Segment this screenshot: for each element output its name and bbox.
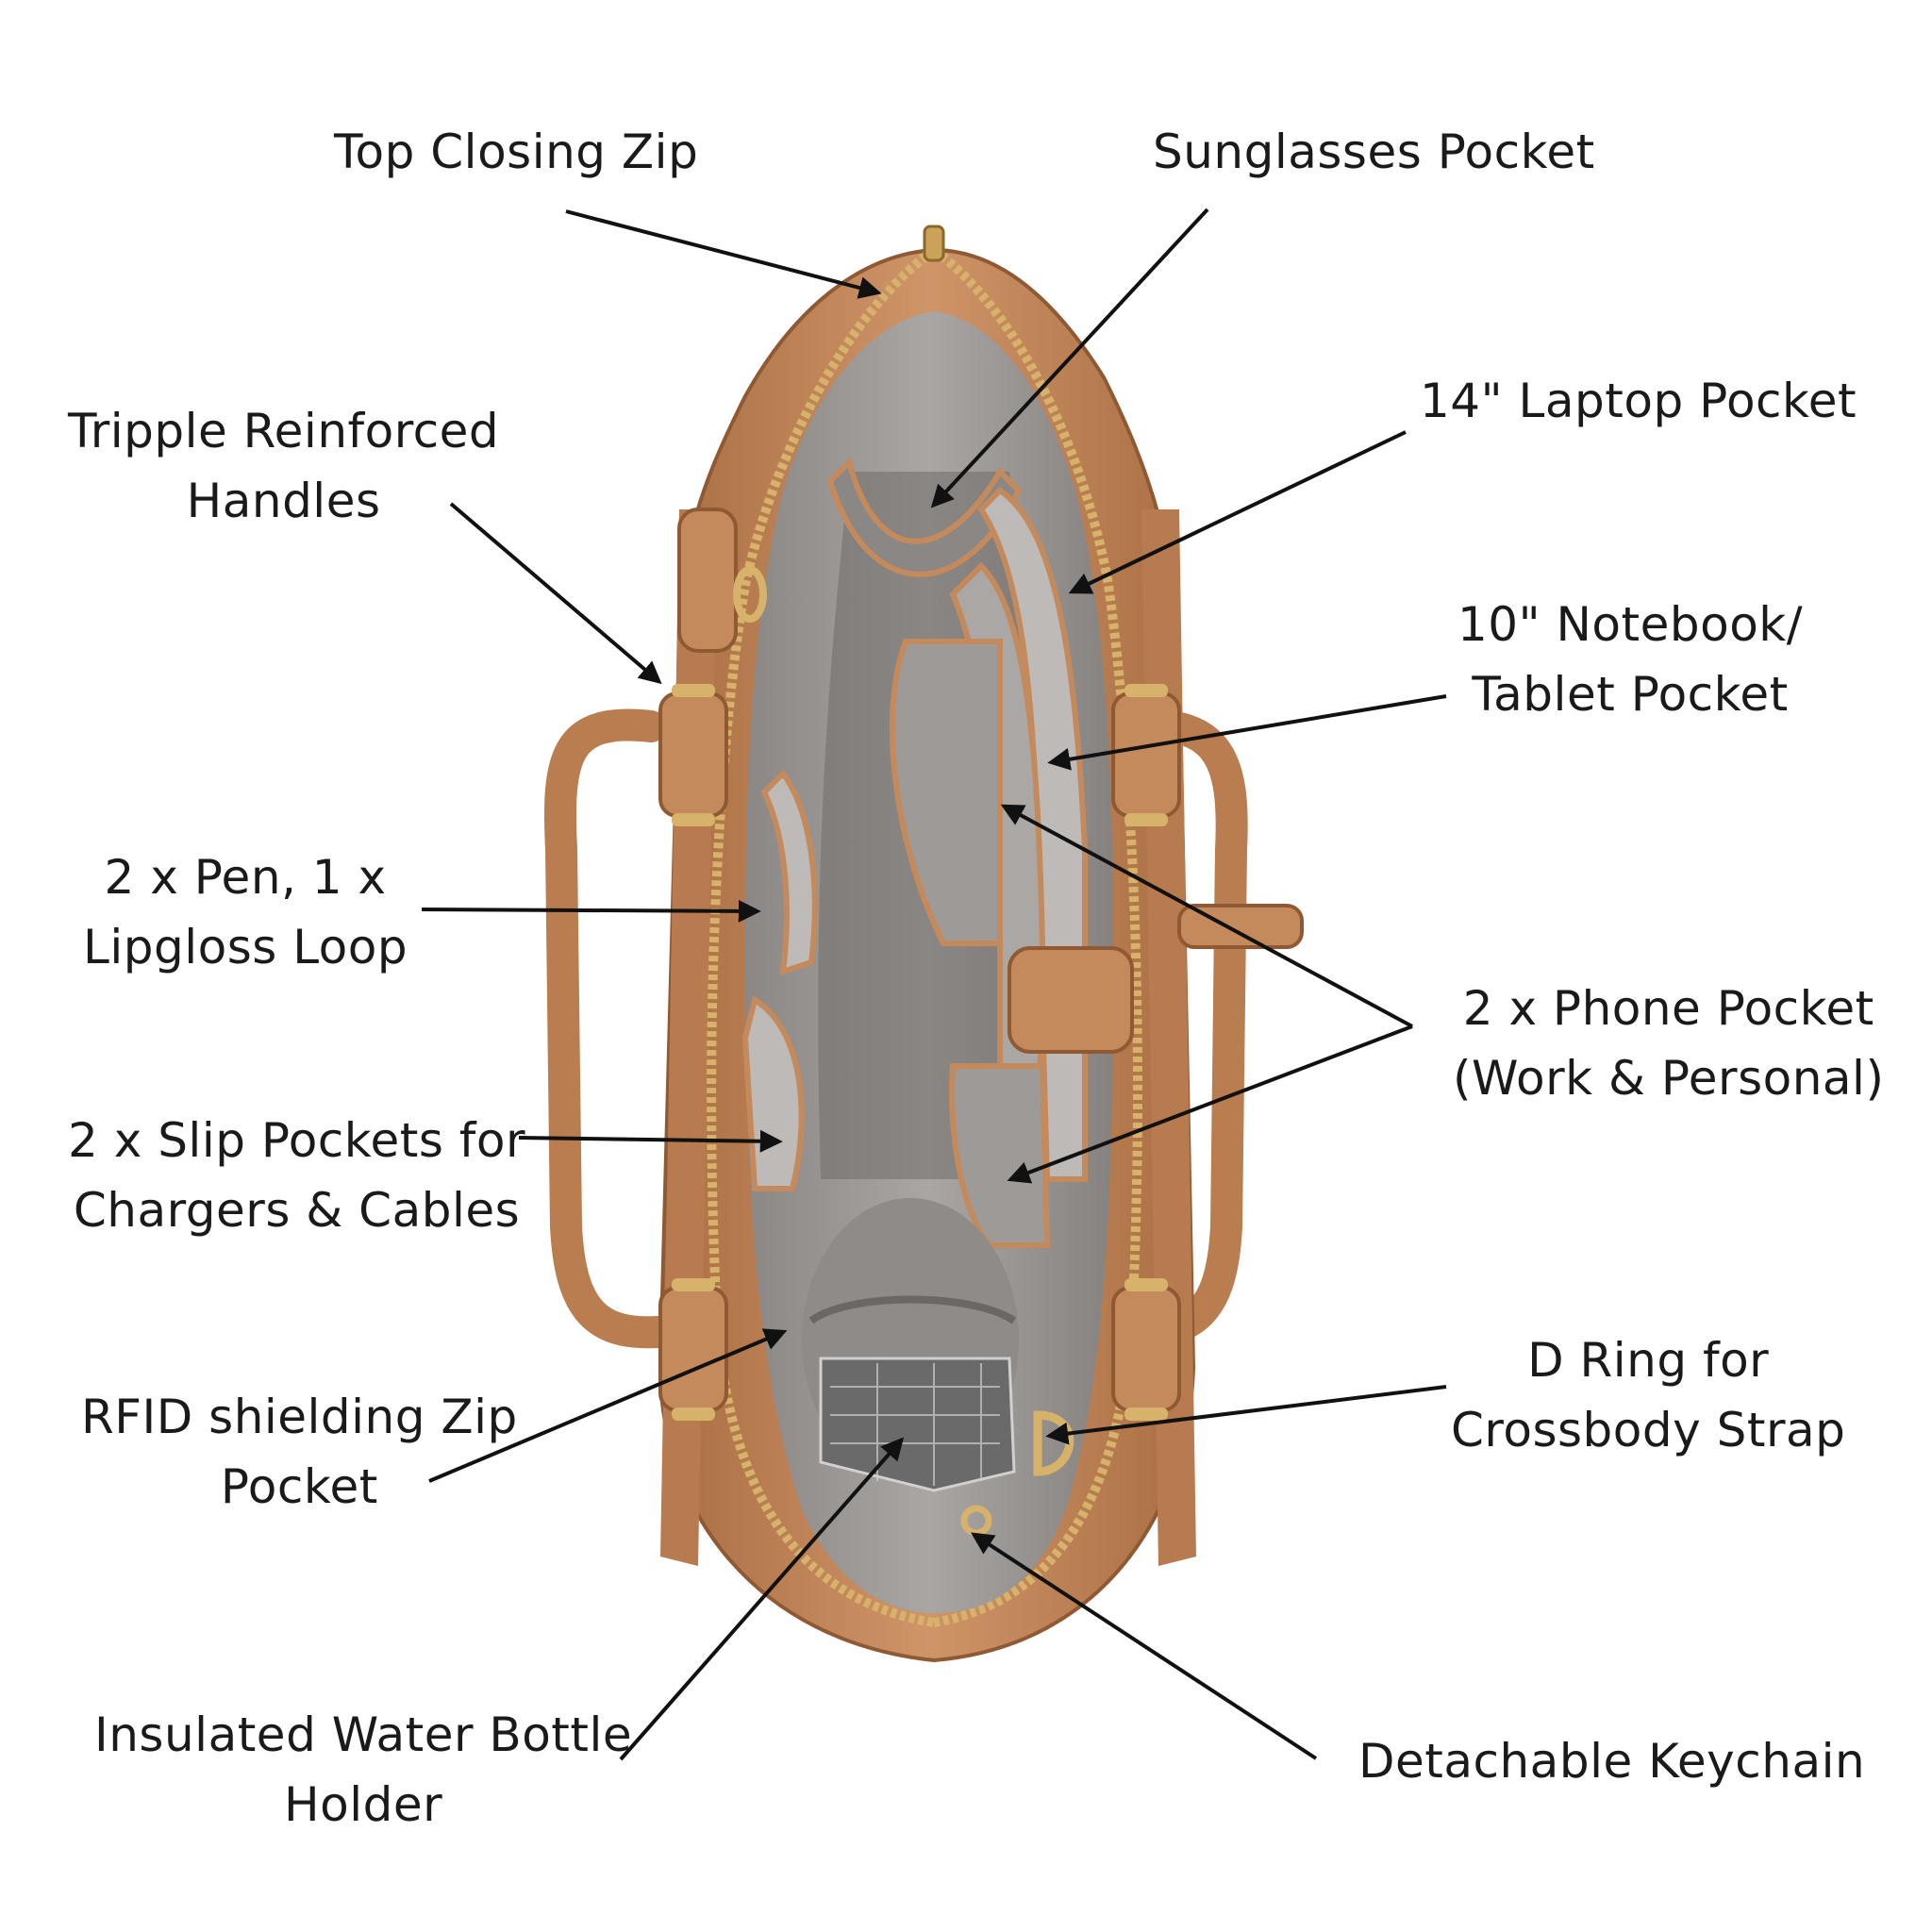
label-top-closing-zip: Top Closing Zip	[334, 117, 698, 187]
callout-line: Tablet Pocket	[1472, 667, 1789, 722]
callout-line: Handles	[186, 474, 381, 528]
arrow-sunglasses-pocket	[930, 208, 1209, 508]
callout-line: Detachable Keychain	[1358, 1734, 1866, 1789]
callout-line: D Ring for	[1527, 1333, 1770, 1388]
sunglasses-pocket	[826, 457, 1023, 577]
callout-line: Tripple Reinforced	[68, 404, 500, 458]
key-tab	[1008, 946, 1134, 1054]
label-notebook-pocket: 10" Notebook/Tablet Pocket	[1457, 590, 1803, 729]
left-handle	[543, 708, 695, 1349]
callout-line: Chargers & Cables	[73, 1183, 521, 1238]
arrow-laptop-pocket	[1068, 430, 1407, 594]
arrow-keychain	[970, 1532, 1318, 1760]
callout-line: Sunglasses Pocket	[1153, 125, 1595, 179]
arrow-rfid-pocket	[428, 1328, 788, 1483]
callout-line: 2 x Pen, 1 x	[104, 850, 387, 905]
callout-line: Insulated Water Bottle	[94, 1707, 633, 1762]
left-zipper	[707, 245, 937, 1627]
callout-line: 2 x Slip Pockets for	[68, 1113, 526, 1168]
handle-tabs	[658, 684, 1181, 1421]
label-laptop-pocket: 14" Laptop Pocket	[1420, 366, 1857, 436]
arrow-phone-pocket-b	[1007, 1024, 1413, 1184]
callout-arrows	[421, 208, 1447, 1761]
label-pen-loop: 2 x Pen, 1 x Lipgloss Loop	[83, 842, 408, 982]
label-sunglasses-pocket: Sunglasses Pocket	[1153, 117, 1595, 187]
upper-left-ring-icon	[733, 566, 767, 623]
pen-loops	[760, 769, 818, 976]
callout-line: 10" Notebook/	[1457, 597, 1804, 652]
insulated-foil-patch	[819, 1357, 1016, 1492]
label-keychain: Detachable Keychain	[1358, 1726, 1865, 1796]
arrow-pen-loop	[421, 899, 761, 923]
zip-pull-icon	[923, 225, 945, 262]
callout-line: Crossbody Strap	[1451, 1403, 1846, 1457]
phone-pocket-upper	[889, 639, 1003, 946]
water-bottle-drawstring	[808, 1295, 1017, 1324]
callout-line: 14" Laptop Pocket	[1420, 374, 1857, 428]
arrow-d-ring	[1045, 1385, 1447, 1445]
arrow-notebook-pocket	[1047, 694, 1447, 771]
callout-line: Top Closing Zip	[334, 125, 699, 179]
callout-line: Lipgloss Loop	[83, 920, 408, 974]
callout-line: 2 x Phone Pocket	[1462, 981, 1874, 1036]
callout-line: Holder	[284, 1777, 443, 1832]
d-ring-icon	[1033, 1410, 1074, 1476]
arrow-handles	[449, 502, 662, 685]
label-phone-pocket: 2 x Phone Pocket (Work & Personal)	[1453, 974, 1884, 1113]
arrow-phone-pocket-a	[1000, 804, 1413, 1028]
upper-left-tab	[677, 508, 738, 653]
callout-line: Pocket	[220, 1459, 378, 1514]
arrow-top-closing-zip	[565, 209, 882, 299]
arrow-water-bottle	[619, 1437, 905, 1761]
right-zipper	[931, 245, 1142, 1627]
callout-line: (Work & Personal)	[1453, 1051, 1885, 1106]
arrow-slip-pockets	[518, 1129, 783, 1153]
callout-line: RFID shielding Zip	[81, 1390, 518, 1444]
